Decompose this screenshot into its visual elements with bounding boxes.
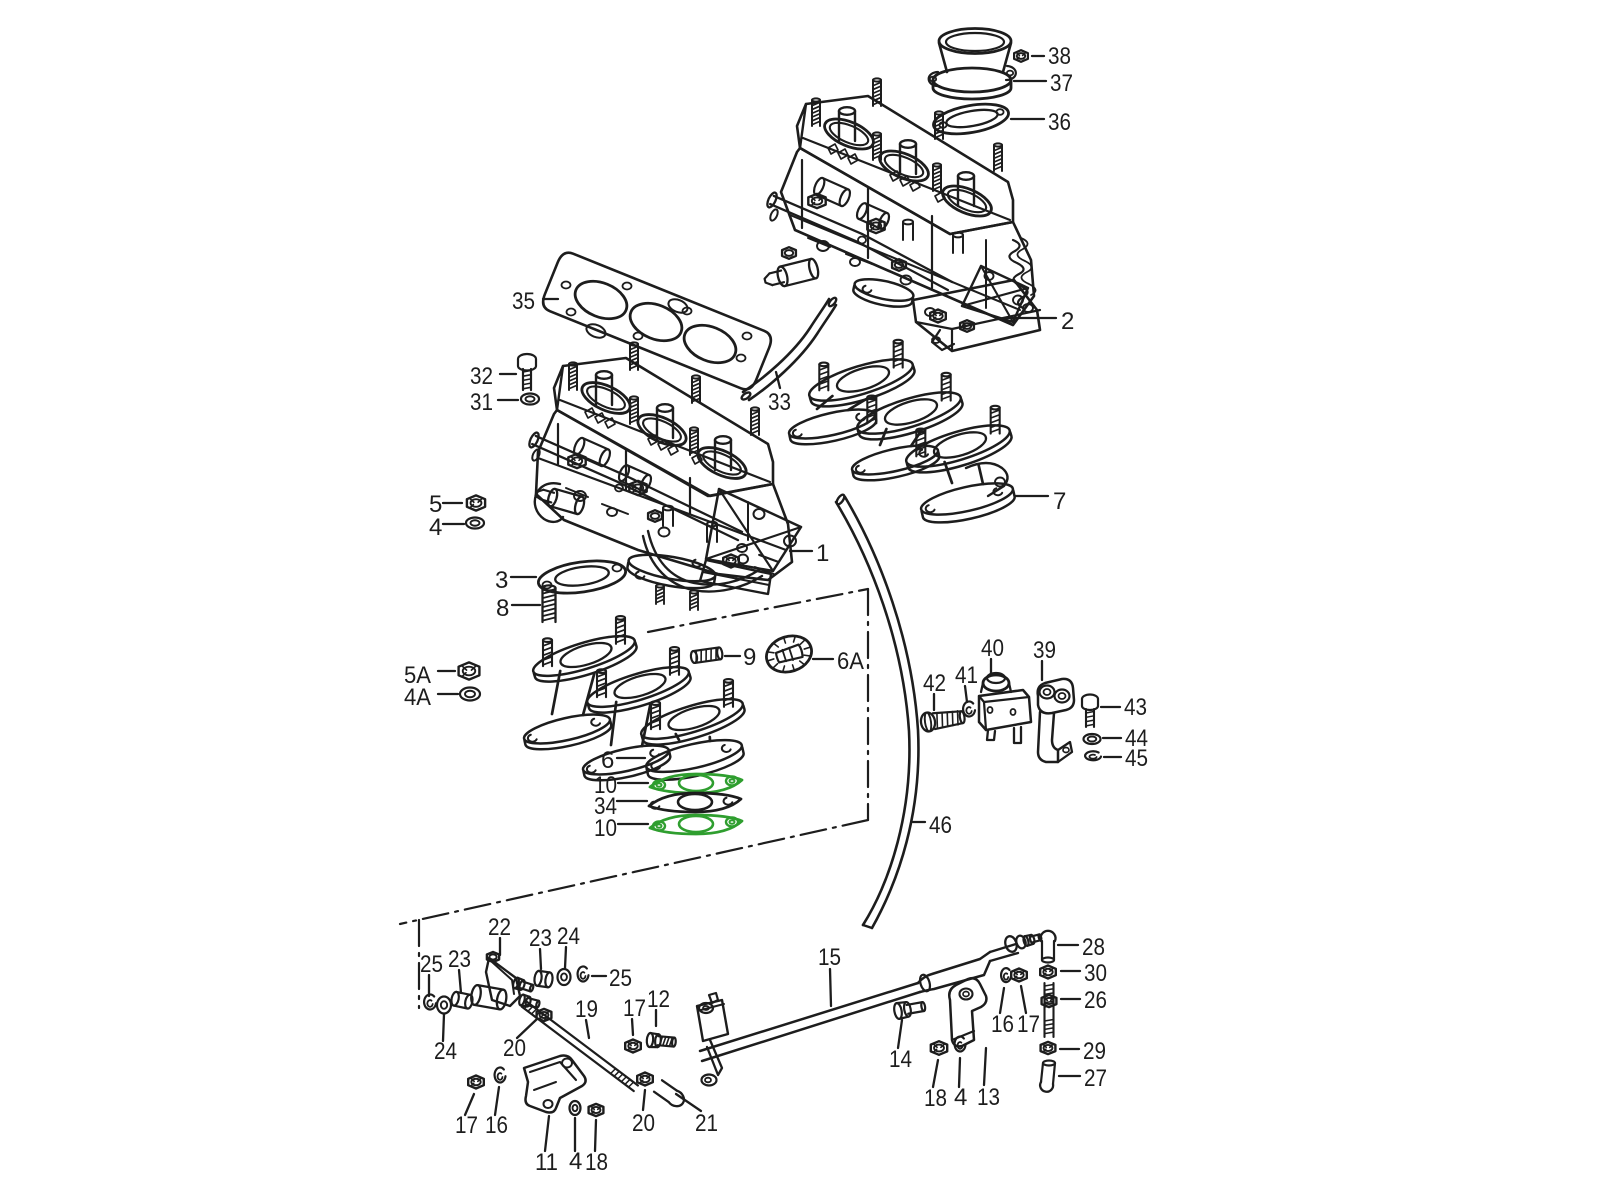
svg-text:31: 31	[470, 389, 493, 416]
svg-text:17: 17	[623, 995, 646, 1022]
svg-text:15: 15	[818, 944, 841, 971]
svg-text:19: 19	[575, 996, 598, 1023]
svg-text:45: 45	[1125, 745, 1148, 772]
svg-text:8: 8	[496, 595, 509, 622]
svg-text:23: 23	[448, 946, 471, 973]
svg-text:42: 42	[923, 670, 946, 697]
svg-text:43: 43	[1124, 694, 1147, 721]
svg-text:25: 25	[420, 951, 443, 978]
svg-text:18: 18	[585, 1149, 608, 1176]
svg-text:25: 25	[609, 965, 632, 992]
svg-text:29: 29	[1083, 1038, 1106, 1065]
svg-text:16: 16	[991, 1011, 1014, 1038]
svg-text:21: 21	[695, 1110, 718, 1137]
svg-text:4: 4	[954, 1084, 967, 1111]
svg-text:4: 4	[429, 514, 442, 541]
svg-text:13: 13	[977, 1084, 1000, 1111]
svg-text:16: 16	[485, 1112, 508, 1139]
svg-text:20: 20	[503, 1035, 526, 1062]
svg-text:6A: 6A	[837, 648, 864, 675]
svg-text:37: 37	[1050, 70, 1073, 97]
svg-text:10: 10	[594, 815, 617, 842]
svg-text:22: 22	[488, 914, 511, 941]
svg-text:28: 28	[1082, 934, 1105, 961]
svg-text:17: 17	[1017, 1011, 1040, 1038]
svg-text:14: 14	[889, 1046, 912, 1073]
svg-text:17: 17	[455, 1112, 478, 1139]
svg-text:41: 41	[955, 662, 978, 689]
svg-text:30: 30	[1084, 960, 1107, 987]
svg-text:38: 38	[1048, 43, 1071, 70]
svg-text:34: 34	[594, 793, 617, 820]
svg-text:10: 10	[594, 772, 617, 799]
svg-text:5A: 5A	[404, 662, 431, 689]
svg-text:44: 44	[1125, 725, 1148, 752]
svg-text:23: 23	[529, 925, 552, 952]
svg-text:39: 39	[1033, 637, 1056, 664]
svg-text:36: 36	[1048, 109, 1071, 136]
svg-text:4: 4	[569, 1148, 582, 1175]
svg-text:2: 2	[1061, 308, 1074, 335]
svg-text:12: 12	[647, 986, 670, 1013]
svg-text:40: 40	[981, 635, 1004, 662]
svg-text:24: 24	[434, 1038, 457, 1065]
svg-text:4A: 4A	[404, 684, 431, 711]
svg-text:3: 3	[495, 567, 508, 594]
svg-text:6: 6	[601, 747, 614, 774]
svg-text:26: 26	[1084, 987, 1107, 1014]
svg-text:1: 1	[816, 540, 829, 567]
svg-text:27: 27	[1084, 1065, 1107, 1092]
svg-text:46: 46	[929, 812, 952, 839]
svg-text:11: 11	[535, 1149, 558, 1176]
svg-text:20: 20	[632, 1110, 655, 1137]
svg-text:24: 24	[557, 923, 580, 950]
svg-text:33: 33	[768, 389, 791, 416]
svg-text:7: 7	[1053, 488, 1066, 515]
svg-text:18: 18	[924, 1085, 947, 1112]
svg-text:35: 35	[512, 288, 535, 315]
svg-text:32: 32	[470, 363, 493, 390]
svg-text:9: 9	[743, 644, 756, 671]
svg-text:5: 5	[429, 491, 442, 518]
